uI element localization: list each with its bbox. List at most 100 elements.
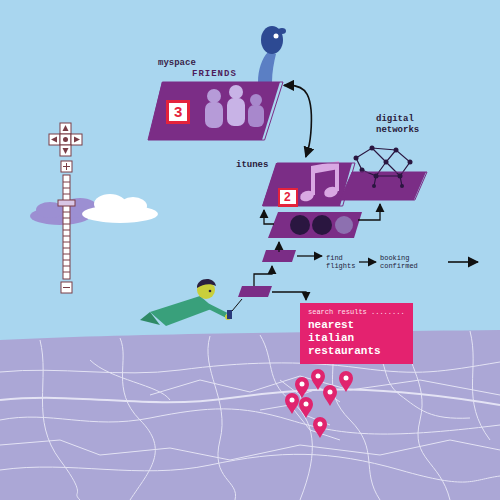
profile-figure	[258, 26, 286, 82]
map-pins	[323, 385, 337, 406]
tile-heading: FRIENDS	[192, 69, 283, 80]
map-controls	[60, 134, 71, 145]
flow-step: booking confirmed	[380, 254, 422, 270]
friends-icons	[248, 105, 264, 127]
network-graph	[372, 184, 376, 188]
friends-icons	[250, 94, 262, 106]
map-controls	[61, 282, 72, 293]
map-pins	[285, 393, 299, 414]
network-graph	[408, 160, 413, 165]
tile-heading: itunes	[236, 160, 355, 171]
flow-arrows	[264, 210, 274, 224]
app-tiles	[262, 163, 352, 206]
flying-person	[140, 279, 242, 326]
map-roads	[0, 389, 500, 405]
network-graph	[370, 146, 375, 151]
flow-arrows	[359, 261, 376, 262]
friends-icons	[207, 89, 221, 103]
network-graph	[354, 146, 413, 189]
map-pins	[313, 417, 327, 438]
clouds	[30, 194, 158, 225]
music-note	[299, 189, 316, 203]
map-roads	[0, 454, 500, 482]
friends-icons	[205, 102, 223, 128]
flying-person	[208, 306, 226, 315]
map-controls	[63, 182, 70, 272]
map-controls	[58, 200, 75, 206]
badge-number: 2	[280, 190, 296, 204]
media-circles	[312, 215, 332, 235]
tile-outline	[148, 82, 283, 140]
map-controls	[74, 137, 80, 143]
map-pins	[311, 369, 325, 390]
network-graph	[374, 174, 379, 179]
ground-map	[0, 330, 500, 500]
map-controls	[61, 161, 72, 172]
map-controls	[60, 145, 71, 156]
map-roads	[470, 331, 490, 440]
tile-heading: digital networks	[376, 114, 424, 136]
flying-person	[197, 279, 216, 288]
map-controls	[51, 137, 57, 143]
count-badge: 3	[166, 100, 190, 124]
map-controls	[60, 123, 71, 134]
flow-arrows	[272, 292, 306, 300]
music-note	[323, 185, 340, 199]
flow-step: find flights	[326, 254, 360, 270]
profile-figure	[274, 34, 279, 39]
map-roads	[120, 338, 155, 500]
flow-arrows	[254, 204, 478, 300]
map-roads	[408, 332, 450, 500]
count-badge: 2	[278, 188, 298, 207]
map-roads	[40, 340, 80, 500]
result-caption: search results ........	[308, 308, 405, 317]
network-graph	[400, 184, 404, 188]
map-roads	[90, 360, 170, 400]
media-circles	[290, 215, 310, 235]
result-title: nearest italian restaurants	[308, 319, 398, 358]
map-controls	[63, 163, 70, 170]
map-roads	[0, 362, 500, 373]
app-tiles	[148, 82, 280, 140]
map-controls	[63, 287, 70, 288]
network-graph	[354, 146, 413, 189]
map-roads	[0, 409, 500, 434]
flying-person	[227, 310, 232, 319]
app-tiles	[238, 286, 272, 297]
map-pins	[285, 369, 353, 438]
friends-icons	[205, 85, 264, 128]
friends-icons	[227, 98, 245, 126]
map-pins	[299, 397, 313, 418]
flow-arrows	[254, 266, 272, 286]
flow-connector	[284, 85, 311, 157]
tile-heading: myspace	[158, 58, 283, 69]
tile-outline	[340, 172, 427, 200]
map-controls	[49, 123, 82, 293]
network-graph	[354, 156, 359, 161]
flying-person	[232, 299, 242, 311]
map-roads	[0, 440, 500, 460]
network-graph	[372, 148, 402, 186]
network-graph	[394, 148, 399, 153]
map-controls	[49, 134, 60, 145]
profile-figure	[278, 28, 286, 34]
map-controls	[63, 125, 69, 131]
media-circles	[290, 215, 353, 235]
flow-arrows	[278, 242, 279, 252]
media-circles	[335, 216, 353, 234]
flow-arrows	[448, 261, 478, 263]
flow-arrows	[358, 204, 380, 220]
app-tiles	[268, 212, 362, 238]
map-roads	[260, 405, 340, 440]
map-pins	[339, 371, 353, 392]
map-roads	[0, 331, 500, 500]
flying-person	[209, 290, 212, 293]
app-tiles	[148, 82, 426, 297]
app-tile: digital networks	[340, 112, 427, 202]
flying-person	[150, 296, 214, 326]
map-controls	[63, 175, 70, 279]
